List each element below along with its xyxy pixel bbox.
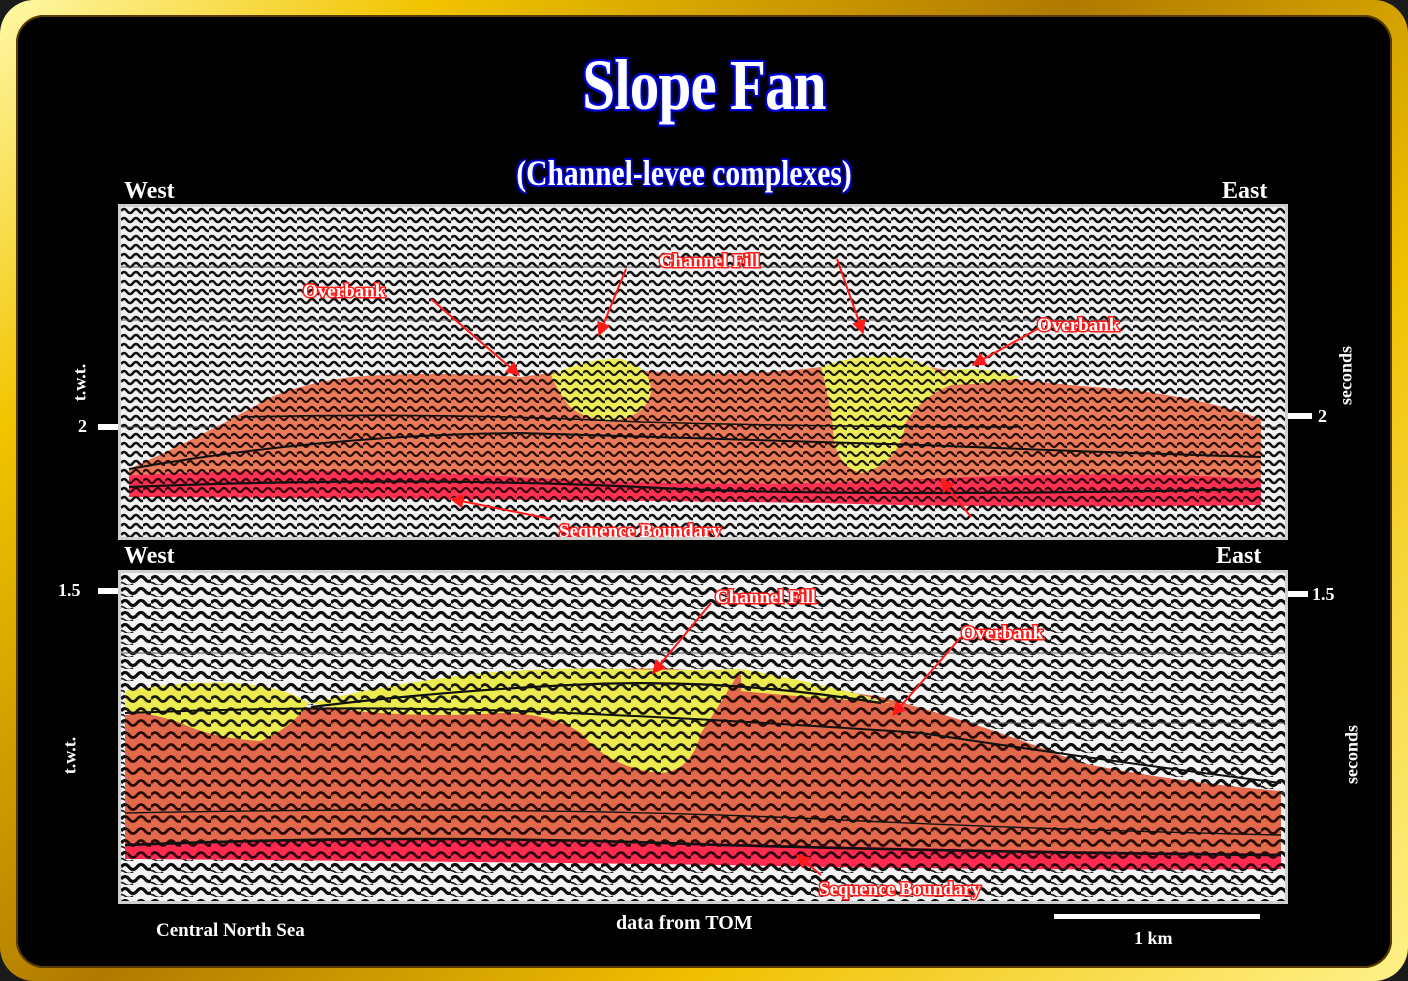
bottom-right-tick-label: 1.5 [1312, 584, 1335, 604]
top-left-tick-label: 2 [78, 416, 87, 436]
top-right-axis-label: seconds [1335, 346, 1356, 406]
bottom-west-label: West [124, 543, 175, 569]
top-left-tick-mark [98, 424, 120, 430]
location-label: Central North Sea [156, 920, 305, 941]
scale-bar-label: 1 km [1134, 928, 1173, 948]
top-left-axis-label: t.w.t. [69, 363, 90, 402]
top-seismic-svg: Overbank Channel Fill Overbank Sequence … [121, 207, 1285, 537]
bottom-channel-fill-left [125, 682, 309, 741]
bottom-overbank-label: Overbank [961, 623, 1044, 644]
page-subtitle: (Channel-levee complexes) [516, 153, 852, 193]
bottom-overbank-levee [741, 669, 891, 703]
bottom-sequence-boundary-label: Sequence Boundary [819, 879, 982, 900]
top-seismic-panel: Overbank Channel Fill Overbank Sequence … [118, 204, 1288, 540]
page-title: Slope Fan [582, 45, 826, 125]
top-channel-fill-label: Channel Fill [659, 251, 760, 272]
top-overbank-left-label: Overbank [303, 281, 386, 302]
top-overbank-right-levee [941, 369, 1021, 385]
bottom-seismic-panel: Channel Fill Overbank Sequence Boundary [118, 570, 1288, 904]
bottom-east-label: East [1216, 543, 1262, 569]
top-right-tick-mark [1286, 413, 1312, 419]
bottom-sequence-boundary-unit [125, 839, 1281, 870]
data-credit: data from TOM [616, 912, 753, 934]
top-right-tick-label: 2 [1318, 406, 1327, 426]
scale-bar [1054, 914, 1260, 919]
bottom-left-axis-label: t.w.t. [59, 736, 80, 775]
bottom-seismic-svg: Channel Fill Overbank Sequence Boundary [121, 573, 1285, 901]
bottom-channel-fill-label: Channel Fill [715, 587, 816, 608]
top-channel-fill-left [551, 358, 651, 421]
bottom-right-axis-label: seconds [1341, 725, 1362, 785]
top-east-label: East [1222, 178, 1268, 204]
top-sequence-boundary-label: Sequence Boundary [559, 521, 722, 537]
bottom-right-tick-mark [1286, 591, 1308, 597]
bottom-left-tick-label: 1.5 [58, 580, 81, 600]
top-west-label: West [124, 178, 175, 204]
bottom-left-tick-mark [98, 588, 120, 594]
top-overbank-right-label: Overbank [1037, 315, 1120, 336]
